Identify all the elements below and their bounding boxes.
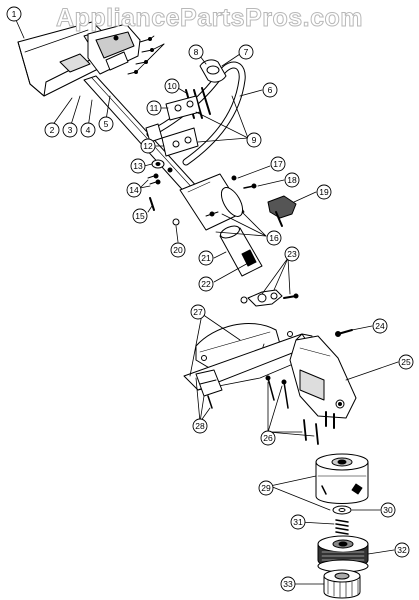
callout-3: 3 [62, 122, 78, 138]
callout-30: 30 [380, 502, 396, 518]
svg-text:29: 29 [261, 483, 271, 493]
part-lower-shaft [219, 225, 263, 277]
svg-text:8: 8 [194, 47, 199, 57]
callout-17: 17 [270, 156, 286, 172]
svg-text:1: 1 [12, 9, 17, 19]
svg-text:14: 14 [129, 185, 139, 195]
callout-26: 26 [260, 430, 276, 446]
callout-32: 32 [394, 542, 410, 558]
part-coupling [240, 289, 299, 307]
callout-27: 27 [190, 304, 206, 320]
callout-1: 1 [6, 6, 22, 22]
part-nut-20 [172, 218, 180, 226]
svg-text:13: 13 [133, 161, 143, 171]
svg-text:24: 24 [375, 321, 385, 331]
callout-20: 20 [170, 242, 186, 258]
svg-text:28: 28 [195, 421, 205, 431]
svg-text:5: 5 [104, 119, 109, 129]
part-line-spool [317, 535, 369, 573]
part-knob [267, 195, 297, 227]
svg-text:3: 3 [68, 125, 73, 135]
callout-2: 2 [44, 122, 60, 138]
part-screws-top [127, 37, 154, 75]
svg-text:31: 31 [293, 517, 303, 527]
part-washers-nuts [147, 159, 173, 211]
leader-lines [15, 19, 399, 585]
part-clamp-brackets [161, 95, 201, 157]
callout-10: 10 [164, 78, 180, 94]
svg-text:7: 7 [244, 47, 249, 57]
part-trigger-housing [87, 23, 141, 75]
callout-16: 16 [266, 230, 282, 246]
callout-labels: 1 2 3 4 5 6 7 8 9 10 11 12 13 14 15 16 1… [6, 6, 414, 592]
part-head-housing [289, 333, 357, 429]
part-guard-bracket [195, 369, 223, 409]
svg-text:22: 22 [201, 279, 211, 289]
callout-12: 12 [140, 138, 156, 154]
callout-24: 24 [372, 318, 388, 334]
callout-22: 22 [198, 276, 214, 292]
part-spring-31 [335, 519, 349, 535]
callout-28: 28 [192, 418, 208, 434]
callout-21: 21 [198, 250, 214, 266]
callout-4: 4 [80, 122, 96, 138]
part-spool-housing [315, 453, 369, 504]
svg-text:21: 21 [201, 253, 211, 263]
part-motor-housing [179, 173, 245, 231]
callout-5: 5 [98, 116, 114, 132]
svg-text:17: 17 [273, 159, 283, 169]
svg-text:23: 23 [287, 249, 297, 259]
callout-9: 9 [246, 132, 262, 148]
svg-text:2: 2 [50, 125, 55, 135]
part-handle-cap [199, 59, 227, 83]
part-bump-knob [323, 569, 361, 599]
svg-text:15: 15 [135, 211, 145, 221]
svg-text:19: 19 [319, 187, 329, 197]
callout-18: 18 [284, 172, 300, 188]
svg-text:11: 11 [150, 103, 159, 113]
svg-text:33: 33 [283, 579, 293, 589]
part-screw-24 [335, 329, 353, 337]
svg-text:30: 30 [383, 505, 393, 515]
svg-text:25: 25 [401, 357, 411, 367]
callout-25: 25 [398, 354, 414, 370]
svg-text:18: 18 [287, 175, 297, 185]
svg-text:4: 4 [86, 125, 91, 135]
svg-text:27: 27 [193, 307, 203, 317]
callout-14: 14 [126, 182, 142, 198]
svg-text:20: 20 [173, 245, 183, 255]
svg-text:10: 10 [167, 81, 177, 91]
svg-text:9: 9 [252, 135, 257, 145]
callout-33: 33 [280, 576, 296, 592]
svg-text:26: 26 [263, 433, 273, 443]
svg-text:32: 32 [397, 545, 407, 555]
callout-11: 11 [146, 100, 162, 116]
callout-15: 15 [132, 208, 148, 224]
site-watermark: AppliancePartsPros.com [56, 4, 363, 33]
callout-31: 31 [290, 514, 306, 530]
callout-19: 19 [316, 184, 332, 200]
callout-6: 6 [262, 82, 278, 98]
part-washer-30 [332, 505, 352, 515]
callout-13: 13 [130, 158, 146, 174]
svg-text:12: 12 [143, 141, 153, 151]
svg-text:16: 16 [269, 233, 279, 243]
callout-29: 29 [258, 480, 274, 496]
callout-23: 23 [284, 246, 300, 262]
callout-8: 8 [188, 44, 204, 60]
callout-7: 7 [238, 44, 254, 60]
part-screws-26 [265, 375, 319, 445]
part-screws-motor [231, 175, 257, 189]
svg-text:6: 6 [268, 85, 273, 95]
